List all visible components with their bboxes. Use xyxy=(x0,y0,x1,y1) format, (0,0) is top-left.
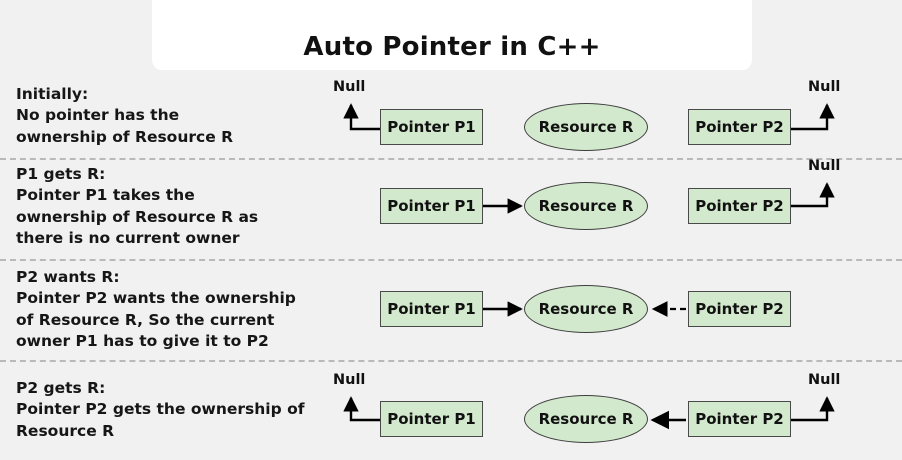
row-p1-gets-r: P1 gets R: Pointer P1 takes the ownershi… xyxy=(0,158,902,262)
row-initially: Initially: No pointer has the ownership … xyxy=(0,78,902,160)
null-label-right: Null xyxy=(808,79,841,95)
node-pointer-p1[interactable]: Pointer P1 xyxy=(380,188,483,224)
edge-p2-null-right xyxy=(791,103,835,131)
node-pointer-p2[interactable]: Pointer P2 xyxy=(688,188,791,224)
null-label-left: Null xyxy=(333,79,366,95)
edge-p2-null-right xyxy=(791,396,835,422)
row-p1-gets-r-description: P1 gets R: Pointer P1 takes the ownershi… xyxy=(16,165,259,248)
node-pointer-p2[interactable]: Pointer P2 xyxy=(688,401,791,437)
row-p2-gets-r-description: P2 gets R: Pointer P2 gets the ownership… xyxy=(16,379,305,440)
null-label-right: Null xyxy=(808,372,841,388)
node-resource-r[interactable]: Resource R xyxy=(524,285,648,333)
node-pointer-p1[interactable]: Pointer P1 xyxy=(380,109,483,145)
node-pointer-p2[interactable]: Pointer P2 xyxy=(688,109,791,145)
page-title: Auto Pointer in C++ xyxy=(303,32,601,62)
edge-p1-null-left xyxy=(343,396,380,422)
node-pointer-p1[interactable]: Pointer P1 xyxy=(380,291,483,327)
edge-p1-null-left xyxy=(343,103,380,131)
row-separator-2 xyxy=(0,259,902,261)
row-p2-gets-r-diagram: Null Pointer P1 Resource R Pointer P2 Nu… xyxy=(320,368,902,460)
row-initially-description: Initially: No pointer has the ownership … xyxy=(16,85,234,146)
row-p2-wants-r-diagram: Pointer P1 Resource R Pointer P2 xyxy=(320,265,902,363)
node-resource-r[interactable]: Resource R xyxy=(524,395,648,443)
row-initially-diagram: Null Pointer P1 Resource R Pointer P2 Nu… xyxy=(320,78,902,158)
node-resource-r[interactable]: Resource R xyxy=(524,103,648,151)
row-separator-1 xyxy=(0,158,902,160)
row-p2-gets-r: P2 gets R: Pointer P2 gets the ownership… xyxy=(0,368,902,460)
null-label-right: Null xyxy=(808,158,841,174)
node-pointer-p1[interactable]: Pointer P1 xyxy=(380,401,483,437)
title-card: Auto Pointer in C++ xyxy=(152,0,752,70)
row-separator-3 xyxy=(0,360,902,362)
edge-p2-null-right xyxy=(791,182,835,208)
row-p2-wants-r-description: P2 wants R: Pointer P2 wants the ownersh… xyxy=(16,268,296,351)
node-resource-r[interactable]: Resource R xyxy=(524,182,648,230)
row-p2-wants-r: P2 wants R: Pointer P2 wants the ownersh… xyxy=(0,265,902,363)
null-label-left: Null xyxy=(333,372,366,388)
node-pointer-p2[interactable]: Pointer P2 xyxy=(688,291,791,327)
row-p1-gets-r-diagram: Pointer P1 Resource R Pointer P2 Null xyxy=(320,158,902,262)
